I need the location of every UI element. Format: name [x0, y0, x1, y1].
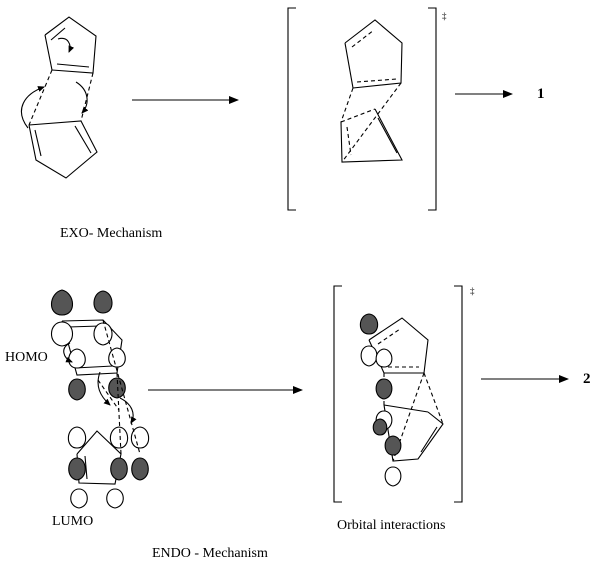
exo-diene-bottom	[28, 120, 98, 179]
exo-double-dagger: ‡	[442, 11, 447, 21]
exo-forming-bonds	[28, 69, 94, 126]
endo-double-dagger: ‡	[470, 286, 475, 296]
exo-ts-bracket-right	[428, 7, 437, 211]
lumo-label: LUMO	[52, 514, 94, 529]
homo-label: HOMO	[5, 350, 48, 365]
exo-mechanism-label: EXO- Mechanism	[60, 226, 163, 241]
endo-mechanism-label: ENDO - Mechanism	[152, 546, 268, 561]
endo-electron-arrows	[63, 342, 137, 424]
exo-ts-structure	[340, 19, 403, 163]
orbital-interactions-label: Orbital interactions	[337, 518, 446, 533]
endo-ts-bracket-right	[454, 285, 463, 503]
endo-product-number: 2	[583, 371, 591, 387]
exo-ts-bracket-left	[287, 7, 296, 211]
endo-interaction-lines	[97, 319, 141, 455]
exo-product-number: 1	[537, 86, 545, 102]
endo-lumo-lobes	[67, 426, 150, 509]
endo-homo-lobes	[50, 289, 126, 401]
endo-ts-lobes	[359, 313, 402, 487]
exo-diene-top	[44, 16, 97, 74]
endo-ts-bracket-left	[333, 285, 342, 503]
exo-electron-arrows	[21, 37, 89, 129]
